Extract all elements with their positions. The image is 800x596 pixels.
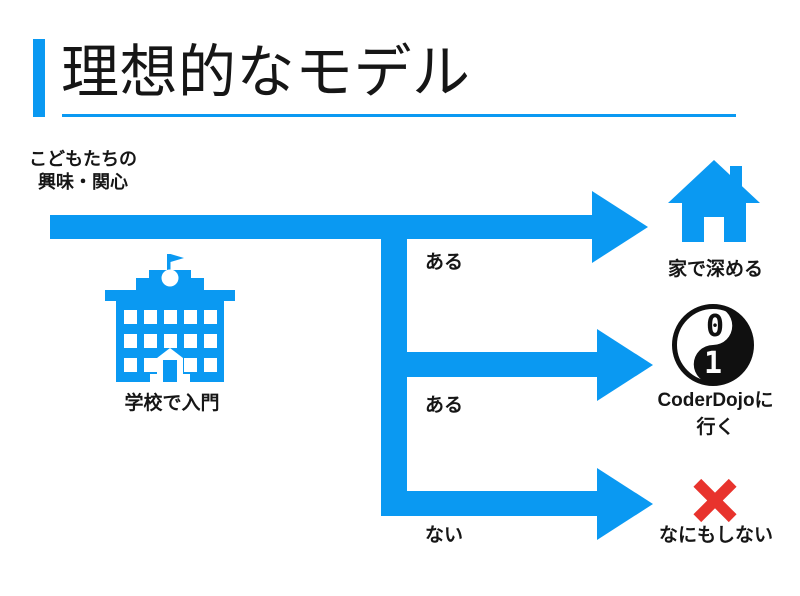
start-label: こどもたちの 興味・関心 (3, 148, 163, 194)
branch2-condition-label: ある (425, 395, 464, 416)
branch2-outcome-label-line1: CoderDojoに (657, 390, 774, 411)
start-label-line1: こどもたちの (29, 149, 137, 169)
branch3-flow-bar (381, 491, 598, 516)
school-building-icon (105, 254, 235, 382)
start-label-line2: 興味・関心 (38, 172, 128, 192)
title-underline (62, 114, 736, 117)
branch1-condition-label: ある (425, 252, 464, 273)
branch2-arrowhead-icon (597, 329, 653, 401)
branch3-condition-label: ない (425, 525, 464, 546)
dojo-digit-one: 1 (704, 346, 722, 381)
title-accent-bar (33, 39, 45, 117)
branch1-outcome-label: 家で深める (667, 259, 763, 280)
main-arrowhead-icon (592, 191, 648, 263)
branch2-outcome-label-line2: 行く (696, 417, 735, 438)
branch3-outcome-label: なにもしない (658, 525, 773, 546)
branch2-flow-bar (381, 352, 598, 377)
red-cross-icon (693, 478, 737, 522)
page-title: 理想的なモデル (61, 40, 471, 105)
school-label: 学校で入門 (124, 393, 220, 414)
house-icon (668, 160, 760, 242)
branch3-arrowhead-icon (597, 468, 653, 540)
main-flow-bar (50, 215, 593, 239)
dojo-digit-zero: 0 (706, 309, 724, 344)
coderdojo-yinyang-icon: 0 1 (672, 304, 754, 386)
